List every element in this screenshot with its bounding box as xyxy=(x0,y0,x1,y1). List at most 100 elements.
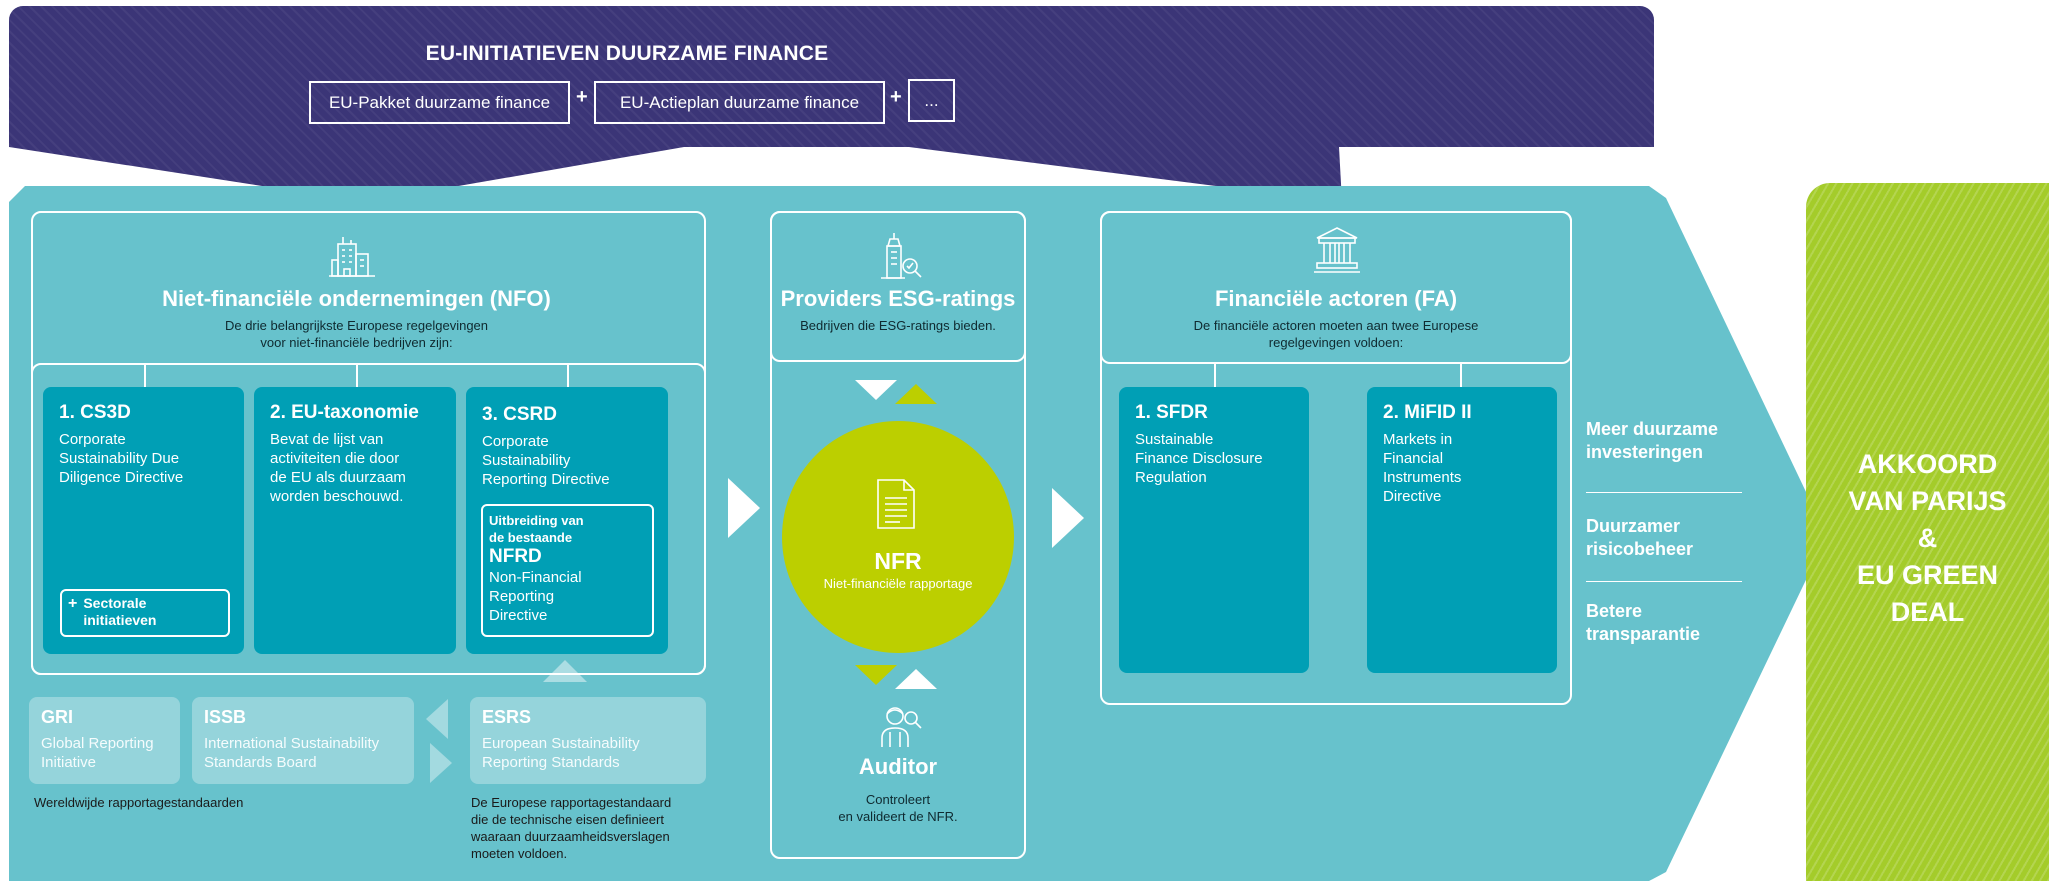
card-line: Bevat de lijst van xyxy=(270,431,384,448)
arrow-up-icon xyxy=(543,660,587,682)
fa-subtitle: De financiële actoren moeten aan twee Eu… xyxy=(1100,317,1572,351)
goal-line: DEAL xyxy=(1890,597,1965,627)
eu-taxonomie-title: 2. EU-taxonomie xyxy=(270,402,419,423)
exchange-arrows-icon xyxy=(855,665,937,691)
nfo-inner-frame xyxy=(31,363,706,675)
gri-text: Global Reporting Initiative xyxy=(41,734,168,772)
banner-item-pakket: EU-Pakket duurzame finance xyxy=(309,81,570,124)
document-icon xyxy=(876,478,916,530)
standard-line: Global Reporting xyxy=(41,735,154,752)
esrs-card: ESRS European Sustainability Reporting S… xyxy=(470,697,706,784)
arrow-right-icon xyxy=(728,478,760,538)
card-line: Instruments xyxy=(1383,469,1462,486)
auditor-line: en valideert de NFR. xyxy=(838,809,958,824)
bidirectional-arrows-icon xyxy=(426,699,452,784)
cs3d-text: Corporate Sustainability Due Diligence D… xyxy=(59,430,228,487)
outcome-line: transparantie xyxy=(1586,624,1701,644)
banner-plus-2: + xyxy=(890,86,902,108)
outcome-risk: Duurzamer risicobeheer xyxy=(1586,515,1693,561)
gri-card: GRI Global Reporting Initiative xyxy=(29,697,180,784)
office-building-icon xyxy=(329,234,375,278)
note-line: De Europese rapportagestandaard xyxy=(471,795,672,810)
outcome-line: Betere xyxy=(1586,601,1643,621)
cs3d-title: 1. CS3D xyxy=(59,402,131,423)
sfdr-text: Sustainable Finance Disclosure Regulatio… xyxy=(1135,430,1293,487)
standard-line: European Sustainability xyxy=(482,735,640,752)
card-line: Corporate xyxy=(482,433,549,450)
issb-title: ISSB xyxy=(204,707,247,727)
nfr-title: NFR xyxy=(874,548,922,574)
sfdr-card: 1. SFDR Sustainable Finance Disclosure R… xyxy=(1119,387,1309,673)
outcome-transparency: Betere transparantie xyxy=(1586,600,1700,646)
fa-subtitle-line: De financiële actoren moeten aan twee Eu… xyxy=(1193,318,1479,333)
nfo-subtitle-line: De drie belangrijkste Europese regelgevi… xyxy=(224,318,489,333)
bank-icon xyxy=(1313,226,1361,274)
card-line: Sustainability Due xyxy=(59,450,180,467)
esrs-text: European Sustainability Reporting Standa… xyxy=(482,734,694,772)
fa-title: Financiële actoren (FA) xyxy=(1214,286,1458,311)
auditor-icon xyxy=(879,702,923,748)
card-line: Diligence Directive xyxy=(59,469,184,486)
fa-subtitle-line: regelgevingen voldoen: xyxy=(1268,335,1404,350)
eu-initiatives-banner xyxy=(9,6,1654,202)
goal-panel xyxy=(1806,183,2049,881)
card-line: Non-Financial xyxy=(489,569,582,586)
card-line: Financial xyxy=(1383,450,1444,467)
banner-plus-1: + xyxy=(576,86,588,108)
card-line: Reporting Directive xyxy=(482,471,610,488)
card-line: Directive xyxy=(1383,488,1442,505)
banner-item-actieplan: EU-Actieplan duurzame finance xyxy=(594,81,885,124)
nfo-title: Niet-financiële ondernemingen (NFO) xyxy=(162,286,551,311)
standard-line: Reporting Standards xyxy=(482,754,620,771)
card-line: Directive xyxy=(489,607,548,624)
card-line: Markets in xyxy=(1383,431,1453,448)
card-line: Reporting xyxy=(489,588,555,605)
mifid-title: 2. MiFID II xyxy=(1383,402,1472,423)
connector xyxy=(1214,364,1216,388)
standard-line: Standards Board xyxy=(204,754,317,771)
standard-line: Initiative xyxy=(41,754,97,771)
eu-standard-note: De Europese rapportagestandaard die de t… xyxy=(471,794,711,862)
auditor-line: Controleert xyxy=(865,792,931,807)
connector xyxy=(144,364,146,388)
auditor-title: Auditor xyxy=(858,754,938,779)
divider xyxy=(1586,581,1742,582)
goal-text: AKKOORD VAN PARIJS & EU GREEN DEAL xyxy=(1806,446,2049,631)
outcome-investments: Meer duurzame investeringen xyxy=(1586,418,1718,464)
nfrd-intro: Uitbreiding van de bestaande xyxy=(489,512,646,546)
card-line: activiteiten die door xyxy=(270,450,400,467)
nfrd-text: Non-Financial Reporting Directive xyxy=(489,568,646,625)
connector xyxy=(1460,364,1462,388)
connector xyxy=(356,364,358,388)
nfr-circle xyxy=(782,421,1014,653)
global-standards-note: Wereldwijde rapportagestandaarden xyxy=(34,795,244,810)
eu-taxonomie-text: Bevat de lijst van activiteiten die door… xyxy=(270,430,440,506)
mifid-text: Markets in Financial Instruments Directi… xyxy=(1383,430,1541,506)
divider xyxy=(1586,492,1742,493)
csrd-title: 3. CSRD xyxy=(482,404,557,425)
outcome-line: investeringen xyxy=(1586,442,1704,462)
nfrd-title: NFRD xyxy=(489,546,542,567)
nfrd-box: Uitbreiding van de bestaande NFRD Non-Fi… xyxy=(481,504,654,637)
goal-line: AKKOORD xyxy=(1857,449,1998,479)
card-line: Corporate xyxy=(59,431,126,448)
nfrd-intro-line: Uitbreiding van xyxy=(489,513,584,528)
card-line: Sustainability xyxy=(482,452,571,469)
nfrd-intro-line: de bestaande xyxy=(489,530,573,545)
cs3d-card: 1. CS3D Corporate Sustainability Due Dil… xyxy=(43,387,244,654)
sectorale-initiatieven-label: Sectorale initiatieven xyxy=(83,595,157,628)
mifid-card: 2. MiFID II Markets in Financial Instrum… xyxy=(1367,387,1557,673)
sfdr-title: 1. SFDR xyxy=(1135,402,1208,423)
sectorale-initiatieven-box: + Sectorale initiatieven xyxy=(60,589,230,637)
fa-header-frame xyxy=(1100,211,1572,364)
card-line: de EU als duurzaam xyxy=(270,469,406,486)
goal-line: EU GREEN xyxy=(1856,560,1999,590)
nfr-subtitle: Niet-financiële rapportage xyxy=(823,576,973,591)
esrs-title: ESRS xyxy=(482,707,532,727)
connector xyxy=(567,364,569,388)
auditor-subtitle: Controleert en valideert de NFR. xyxy=(770,791,1026,825)
outcome-line: Meer duurzame xyxy=(1586,419,1719,439)
esg-title: Providers ESG-ratings xyxy=(780,286,1016,311)
outcome-line: Duurzamer xyxy=(1586,516,1681,536)
card-line: Sustainable xyxy=(1135,431,1214,448)
